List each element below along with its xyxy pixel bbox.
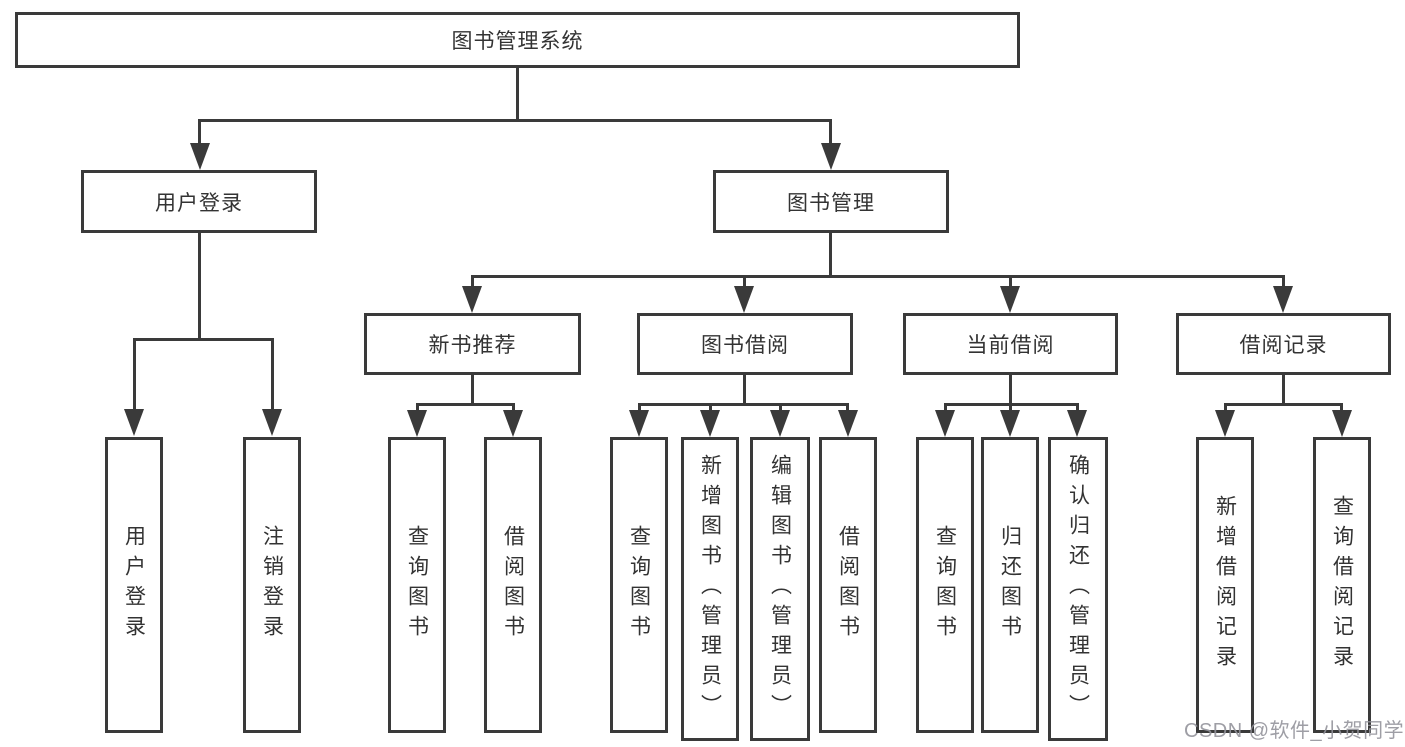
arrow-down-icon bbox=[1215, 410, 1235, 437]
arrow-down-icon bbox=[935, 410, 955, 437]
node-new-book-recommend: 新书推荐 bbox=[364, 313, 581, 375]
connector-record-hline bbox=[1224, 403, 1343, 406]
connector-leaf-stem bbox=[1224, 405, 1227, 411]
node-root-label: 图书管理系统 bbox=[451, 30, 584, 53]
connector-book-mgmt-stem bbox=[829, 121, 832, 145]
node-book-management-label: 图书管理 bbox=[787, 191, 875, 215]
connector-leaf-stem bbox=[779, 405, 782, 411]
connector-book-mgmt-down bbox=[829, 233, 832, 276]
leaf-confirm-return-admin-label: 确认归还（管理员） bbox=[1066, 454, 1090, 724]
connector-leaf-stem bbox=[846, 405, 849, 411]
leaf-add-borrow-record-label: 新增借阅记录 bbox=[1213, 495, 1237, 675]
connector-leaf-stem bbox=[271, 340, 274, 410]
connector-leaf-stem bbox=[944, 405, 947, 411]
leaf-query-book-current: 查询图书 bbox=[916, 437, 974, 733]
connector-user-login-down bbox=[198, 233, 201, 339]
connector-leaf-stem bbox=[512, 405, 515, 411]
connector-leaf-stem bbox=[638, 405, 641, 411]
leaf-borrow-book-recommend: 借阅图书 bbox=[484, 437, 542, 733]
leaf-borrow-book-borrow-label: 借阅图书 bbox=[836, 525, 860, 645]
connector-level1-hline bbox=[198, 119, 832, 122]
leaf-return-book-label: 归还图书 bbox=[998, 525, 1022, 645]
arrow-down-icon bbox=[190, 143, 210, 170]
leaf-add-borrow-record: 新增借阅记录 bbox=[1196, 437, 1254, 733]
arrow-down-icon bbox=[1067, 410, 1087, 437]
arrow-down-icon bbox=[1273, 286, 1293, 313]
connector-record-stem bbox=[1282, 277, 1285, 287]
leaf-user-login-label: 用户登录 bbox=[122, 525, 146, 645]
connector-user-login-hline bbox=[133, 338, 274, 341]
leaf-borrow-book-borrow: 借阅图书 bbox=[819, 437, 877, 733]
connector-borrow-hline bbox=[638, 403, 849, 406]
arrow-down-icon bbox=[1000, 410, 1020, 437]
leaf-confirm-return-admin: 确认归还（管理员） bbox=[1048, 437, 1108, 741]
node-book-borrow: 图书借阅 bbox=[637, 313, 853, 375]
node-root: 图书管理系统 bbox=[15, 12, 1020, 68]
node-current-borrow-label: 当前借阅 bbox=[966, 334, 1055, 357]
connector-current-hline bbox=[944, 403, 1079, 406]
arrow-down-icon bbox=[838, 410, 858, 437]
arrow-down-icon bbox=[1332, 410, 1352, 437]
leaf-return-book: 归还图书 bbox=[981, 437, 1039, 733]
leaf-query-book-recommend-label: 查询图书 bbox=[405, 525, 429, 645]
arrow-down-icon bbox=[462, 286, 482, 313]
leaf-edit-book-admin: 编辑图书（管理员） bbox=[750, 437, 810, 741]
connector-leaf-stem bbox=[1076, 405, 1079, 411]
connector-user-login-stem bbox=[198, 121, 201, 145]
arrow-down-icon bbox=[629, 410, 649, 437]
connector-level2-hline bbox=[471, 275, 1285, 278]
watermark: CSDN @软件_小贺同学 bbox=[1184, 720, 1405, 742]
node-borrow-record-label: 借阅记录 bbox=[1239, 334, 1328, 357]
connector-current-down bbox=[1009, 375, 1012, 405]
arrow-down-icon bbox=[1000, 286, 1020, 313]
connector-leaf-stem bbox=[1009, 405, 1012, 411]
node-borrow-record: 借阅记录 bbox=[1176, 313, 1391, 375]
leaf-query-book-borrow-label: 查询图书 bbox=[627, 525, 651, 645]
connector-record-down bbox=[1282, 375, 1285, 405]
connector-leaf-stem bbox=[709, 405, 712, 411]
node-current-borrow: 当前借阅 bbox=[903, 313, 1118, 375]
arrow-down-icon bbox=[821, 143, 841, 170]
connector-leaf-stem bbox=[133, 340, 136, 410]
node-user-login: 用户登录 bbox=[81, 170, 317, 233]
arrow-down-icon bbox=[124, 409, 144, 436]
leaf-query-borrow-record-label: 查询借阅记录 bbox=[1330, 495, 1354, 675]
connector-recommend-stem bbox=[471, 277, 474, 287]
connector-borrow-down bbox=[743, 375, 746, 405]
node-book-management: 图书管理 bbox=[713, 170, 949, 233]
arrow-down-icon bbox=[262, 409, 282, 436]
leaf-borrow-book-recommend-label: 借阅图书 bbox=[501, 525, 525, 645]
leaf-query-book-recommend: 查询图书 bbox=[388, 437, 446, 733]
leaf-query-book-borrow: 查询图书 bbox=[610, 437, 668, 733]
arrow-down-icon bbox=[407, 410, 427, 437]
leaf-add-book-admin-label: 新增图书（管理员） bbox=[698, 454, 722, 724]
leaf-logout: 注销登录 bbox=[243, 437, 301, 733]
connector-borrow-stem bbox=[743, 277, 746, 287]
arrow-down-icon bbox=[770, 410, 790, 437]
connector-recommend-hline bbox=[416, 403, 515, 406]
node-new-book-recommend-label: 新书推荐 bbox=[428, 334, 517, 357]
connector-current-stem bbox=[1009, 277, 1012, 287]
leaf-query-borrow-record: 查询借阅记录 bbox=[1313, 437, 1371, 733]
leaf-edit-book-admin-label: 编辑图书（管理员） bbox=[768, 454, 792, 724]
leaf-user-login: 用户登录 bbox=[105, 437, 163, 733]
node-book-borrow-label: 图书借阅 bbox=[701, 334, 789, 357]
leaf-logout-label: 注销登录 bbox=[260, 525, 284, 645]
connector-leaf-stem bbox=[1340, 405, 1343, 411]
arrow-down-icon bbox=[734, 286, 754, 313]
leaf-add-book-admin: 新增图书（管理员） bbox=[681, 437, 739, 741]
arrow-down-icon bbox=[503, 410, 523, 437]
arrow-down-icon bbox=[700, 410, 720, 437]
connector-recommend-down bbox=[471, 375, 474, 405]
node-user-login-label: 用户登录 bbox=[155, 191, 243, 215]
connector-leaf-stem bbox=[416, 405, 419, 411]
connector-root-stem bbox=[516, 67, 519, 120]
leaf-query-book-current-label: 查询图书 bbox=[933, 525, 957, 645]
